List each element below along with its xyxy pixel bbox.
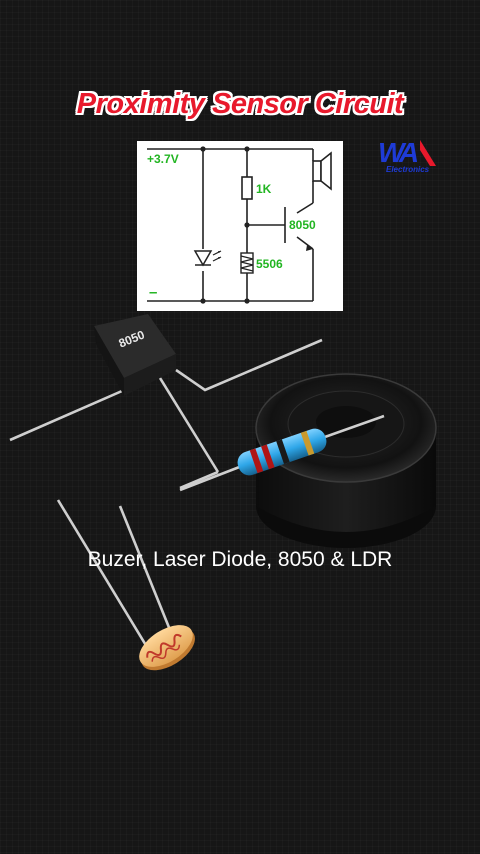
buzzer-pins <box>320 342 380 496</box>
logo-icon: WA Electronics <box>378 137 436 174</box>
speaker-symbol <box>312 151 332 191</box>
brand-logo: WA Electronics <box>376 136 456 176</box>
ldr-legs <box>56 499 172 653</box>
laser-diode-symbol <box>193 250 222 267</box>
caption: Buzer, Laser Diode, 8050 & LDR <box>87 548 393 571</box>
supply-label: +3.7V <box>147 152 179 166</box>
transistor-label: 8050 <box>289 218 316 232</box>
ground-label: – <box>149 284 157 301</box>
components-illustration: 8050 <box>9 314 437 671</box>
transistor-8050: 8050 <box>94 314 176 396</box>
circuit-schematic: +3.7V – 1K 8050 5506 <box>137 141 343 311</box>
resistor <box>179 414 385 492</box>
ldr-sensor <box>139 625 195 671</box>
logo-mark: WA <box>378 137 418 168</box>
resistor-symbol <box>241 176 253 200</box>
transistor-symbol <box>306 245 313 251</box>
transistor-legs <box>9 338 323 490</box>
schematic-drawing: +3.7V – 1K 8050 5506 <box>147 146 332 304</box>
ldr-label: 5506 <box>256 257 283 271</box>
resistor-label: 1K <box>256 182 272 196</box>
logo-subtitle: Electronics <box>386 165 430 174</box>
page-title: Proximity Sensor Circuit <box>76 88 404 120</box>
